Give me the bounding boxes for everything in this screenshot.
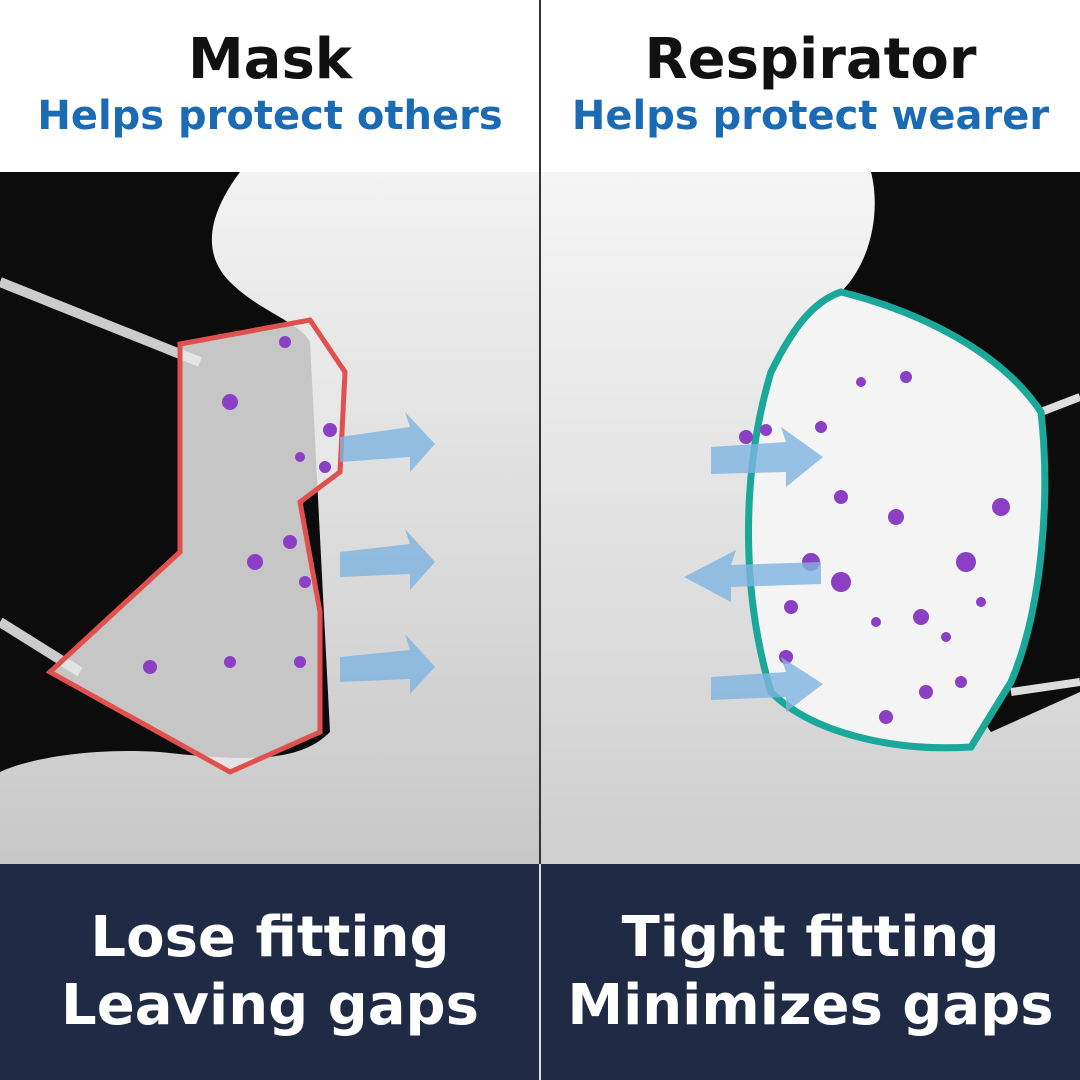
mask-subtitle: Helps protect others [37,93,503,139]
respirator-illustration [541,172,1080,864]
mask-footer-line2: Leaving gaps [61,973,479,1038]
footer-divider [539,864,541,1080]
respirator-subtitle: Helps protect wearer [571,93,1050,139]
respirator-header: Respirator Helps protect wearer [541,0,1080,172]
panel-divider [539,0,541,1080]
respirator-title: Respirator [644,27,977,92]
respirator-footer: Tight fitting Minimizes gaps [541,864,1080,1080]
respirator-panel: Respirator Helps protect wearer Tight fi… [541,0,1080,1080]
mask-illustration [0,172,540,864]
respirator-footer-line1: Tight fitting [621,905,1000,970]
mask-footer-line1: Lose fitting [90,905,450,970]
respirator-footer-line2: Minimizes gaps [567,973,1054,1038]
mask-header: Mask Helps protect others [0,0,540,172]
mask-panel: Mask Helps protect others Lose fitting L… [0,0,540,1080]
mask-title: Mask [187,27,353,92]
mask-footer: Lose fitting Leaving gaps [0,864,540,1080]
